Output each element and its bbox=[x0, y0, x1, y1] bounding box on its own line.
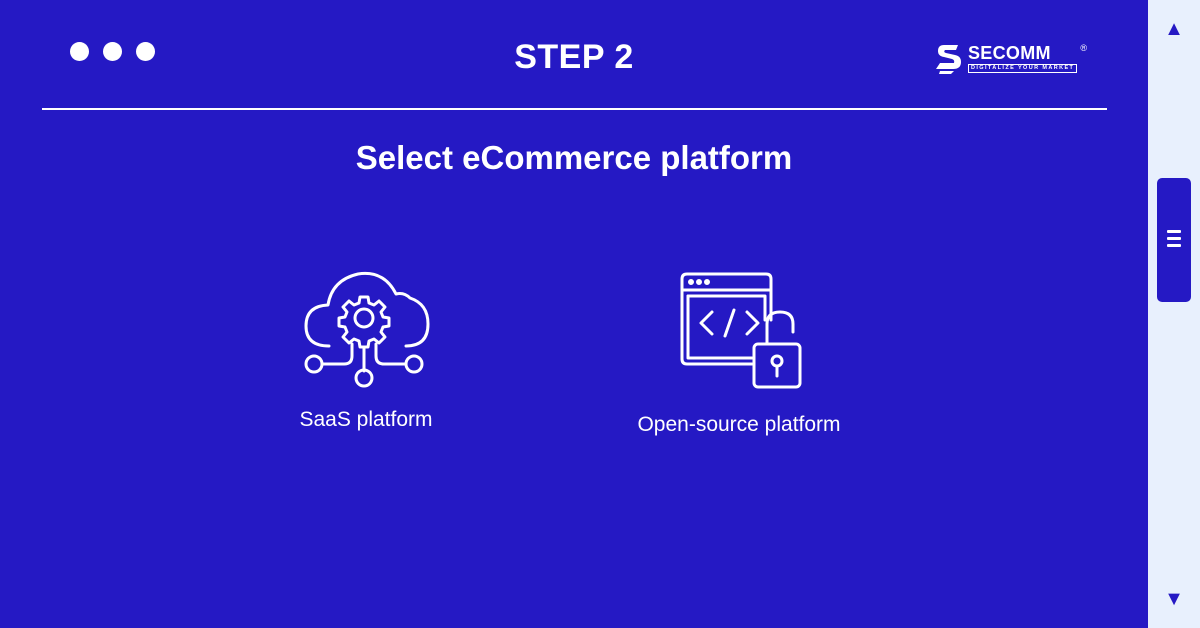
main-panel: STEP 2 SECOMM ® DIGITALIZE YOUR MARKET S… bbox=[42, 38, 1107, 437]
cloud-gear-icon bbox=[304, 271, 430, 388]
open-source-platform-option[interactable]: Open-source platform bbox=[608, 268, 870, 437]
logo-name: SECOMM bbox=[968, 42, 1051, 63]
registered-mark: ® bbox=[1080, 42, 1088, 53]
window-dot bbox=[136, 42, 155, 61]
scroll-up-arrow-icon[interactable]: ▲ bbox=[1164, 18, 1184, 40]
open-source-platform-label: Open-source platform bbox=[637, 413, 841, 436]
window-dots bbox=[70, 42, 155, 61]
code-window-lock-icon bbox=[680, 272, 802, 389]
vertical-scrollbar[interactable]: ▲ ▼ bbox=[1148, 0, 1200, 628]
grip-lines-icon bbox=[1167, 230, 1181, 251]
secomm-logo: SECOMM ® DIGITALIZE YOUR MARKET bbox=[934, 41, 1087, 75]
scroll-down-arrow-icon[interactable]: ▼ bbox=[1164, 588, 1184, 610]
logo-tagline: DIGITALIZE YOUR MARKET bbox=[968, 63, 1078, 73]
header-divider bbox=[42, 108, 1107, 110]
page-subtitle: Select eCommerce platform bbox=[355, 139, 793, 176]
window-dot bbox=[70, 42, 89, 61]
saas-platform-label: SaaS platform bbox=[299, 408, 433, 431]
window-dot bbox=[103, 42, 122, 61]
scrollbar-thumb[interactable] bbox=[1157, 178, 1191, 302]
saas-platform-option[interactable]: SaaS platform bbox=[266, 268, 466, 432]
secomm-logo-icon bbox=[936, 45, 961, 74]
step-title: STEP 2 bbox=[514, 38, 634, 76]
